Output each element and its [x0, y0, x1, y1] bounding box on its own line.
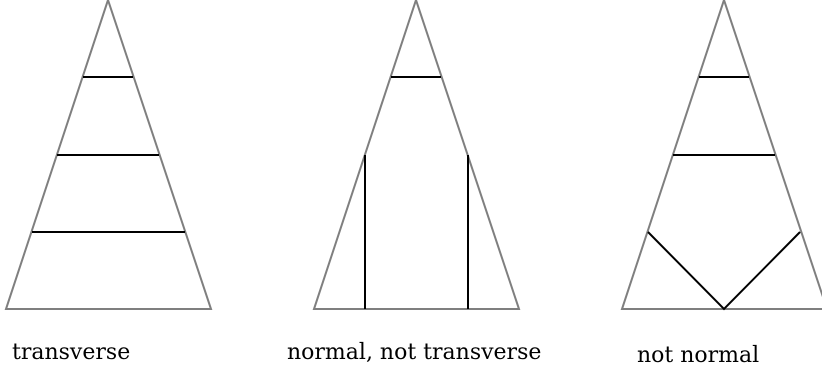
caption-transverse: transverse: [12, 340, 130, 365]
v-shaped-cut: [647, 231, 801, 311]
panel-normal-not-transverse: normal, not transverse: [287, 0, 541, 365]
caption-normal-not-transverse: normal, not transverse: [287, 340, 541, 365]
triangle-outline: [312, 0, 521, 310]
panel-not-normal: not normal: [620, 0, 822, 368]
caption-not-normal: not normal: [637, 343, 759, 368]
panel-transverse: transverse: [4, 0, 213, 365]
